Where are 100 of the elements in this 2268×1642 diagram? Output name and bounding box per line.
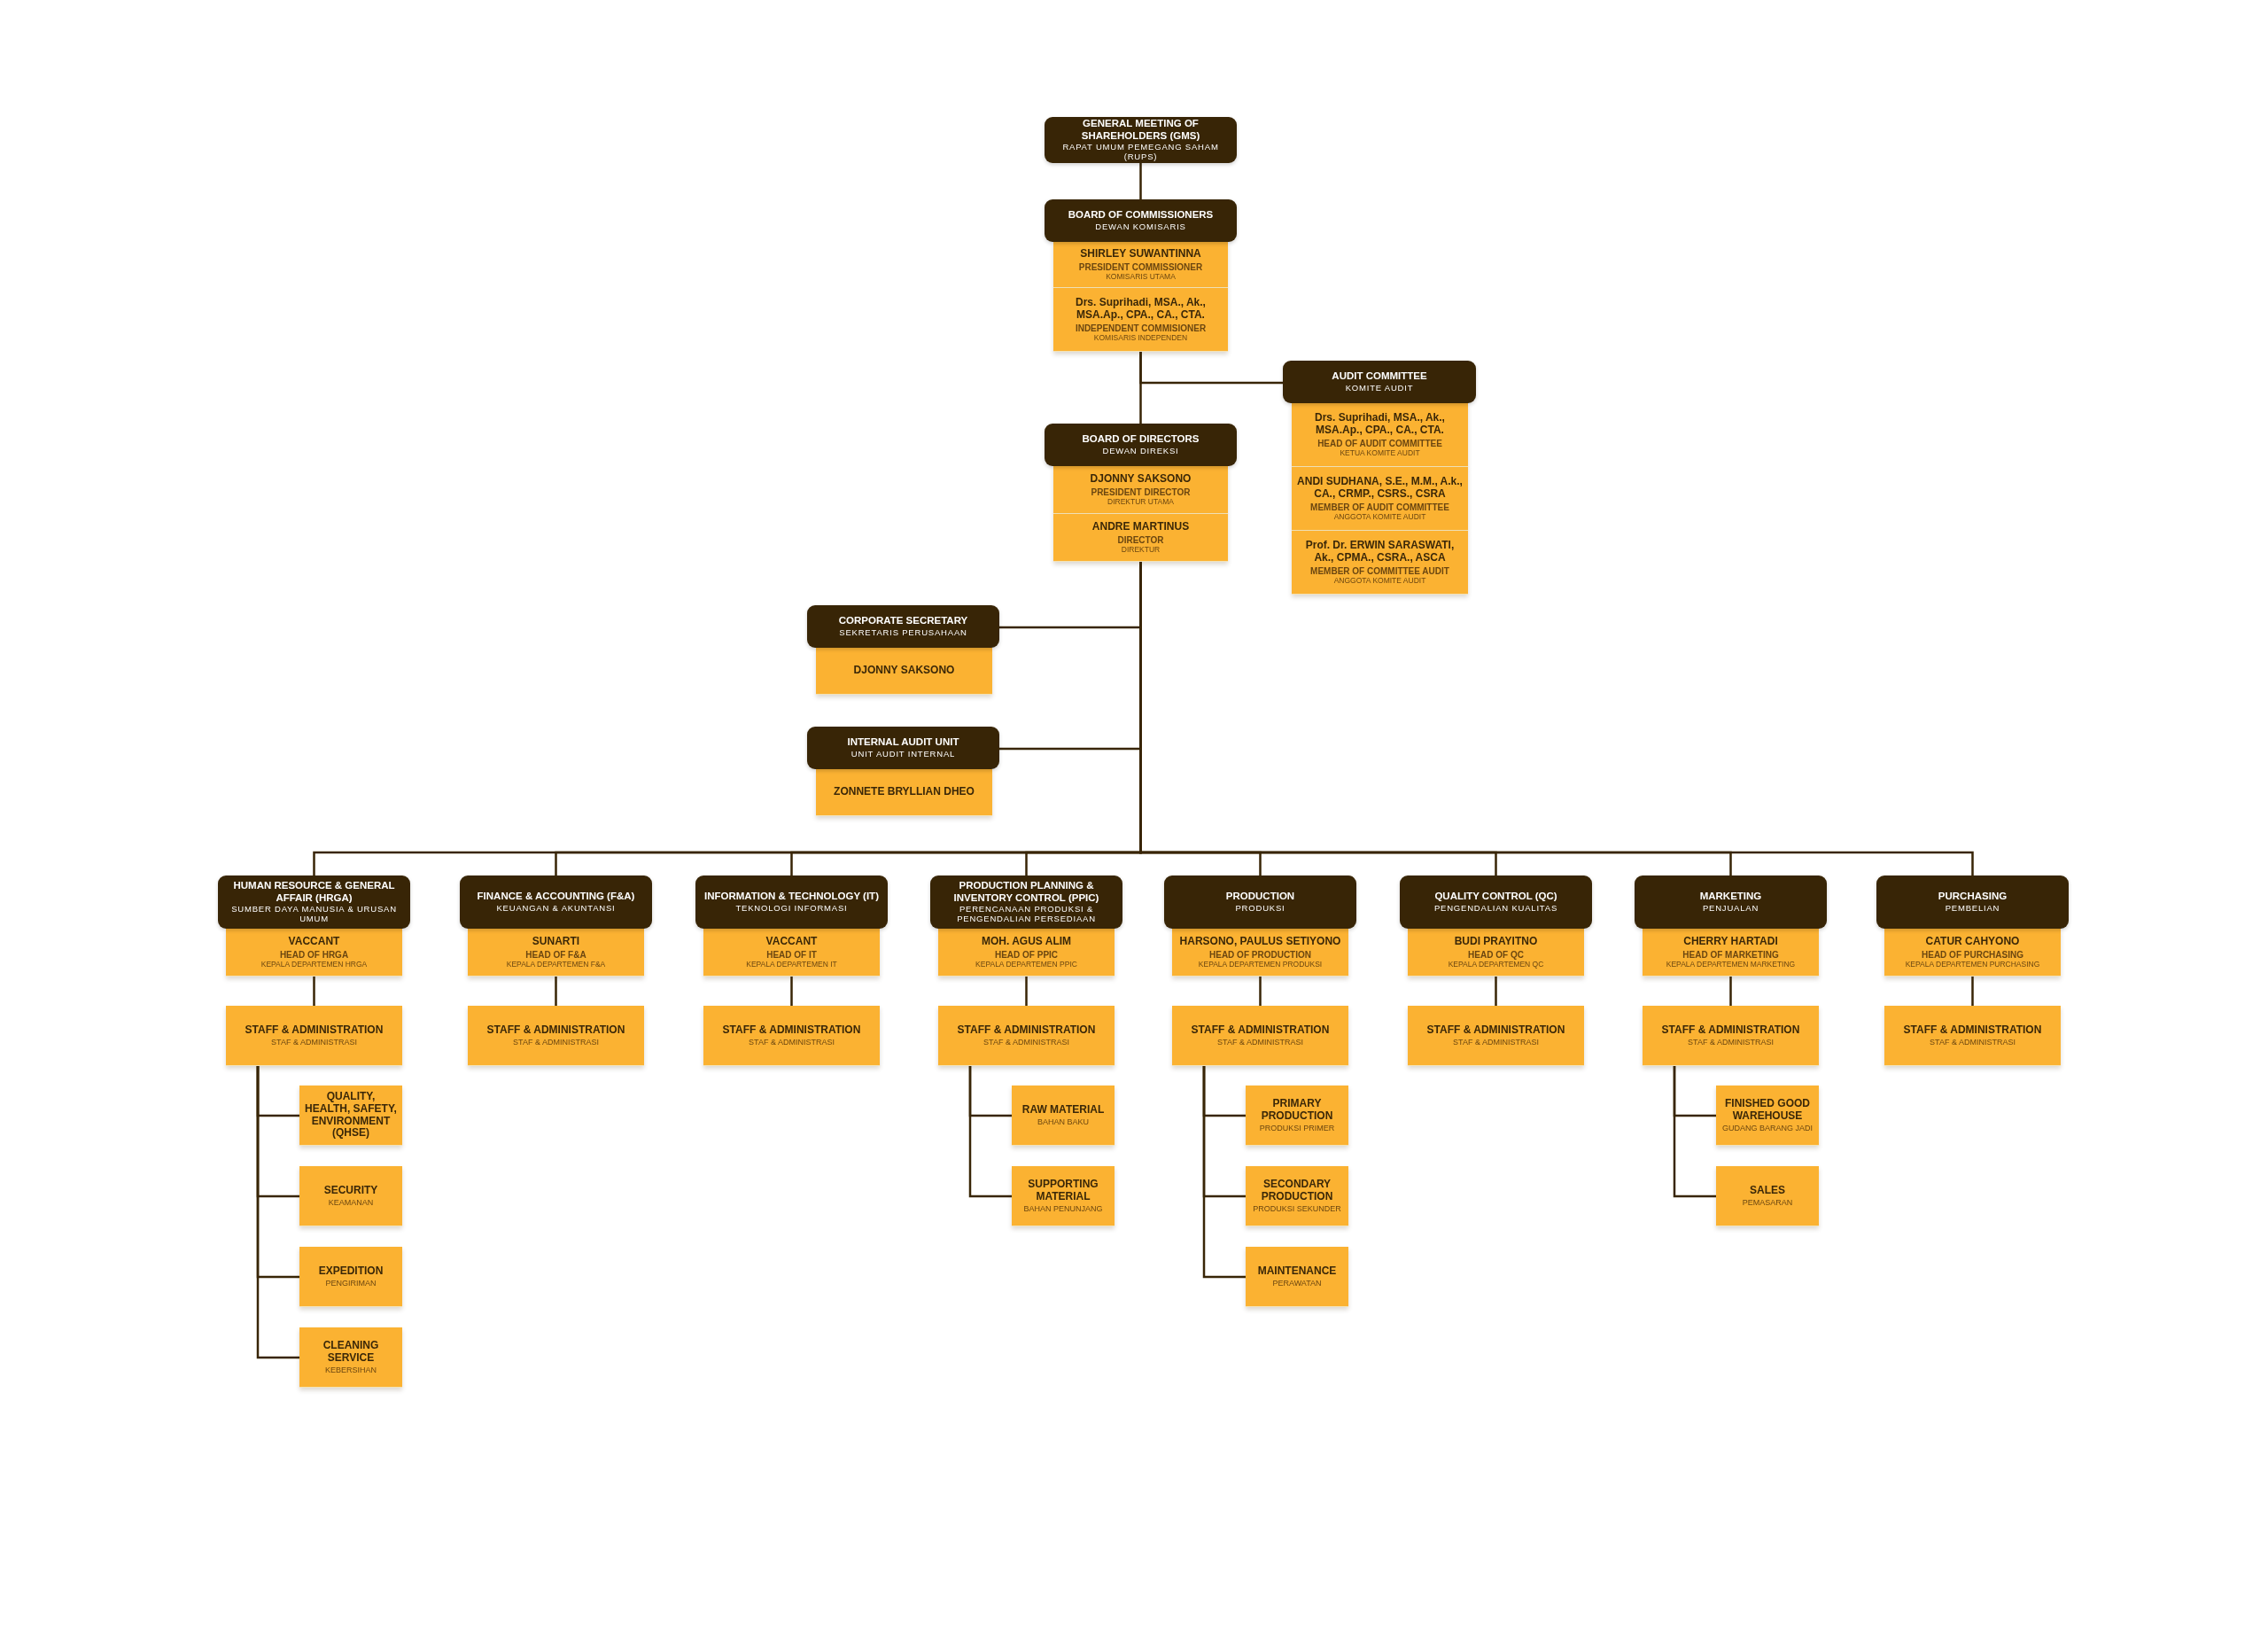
unit-header (1400, 875, 1592, 929)
unit-box (226, 1006, 402, 1066)
unit-subtitle: UNIT AUDIT INTERNAL (850, 749, 956, 759)
unit-box (468, 1006, 644, 1066)
unit-subtitle: KEUANGAN & AKUNTANSI (496, 903, 616, 914)
unit-title: STAFF & ADMINISTRATION (245, 1023, 384, 1037)
person-name: Prof. Dr. ERWIN SARASWATI, Ak., CPMA., CSRA., ASCA (1304, 539, 1456, 564)
position-title: HEAD OF HRGA (279, 950, 349, 961)
unit-title: EXPEDITION (318, 1265, 384, 1278)
person-name: HARSONO, PAULUS SETIYONO (1179, 935, 1341, 948)
unit-title: INTERNAL AUDIT UNIT (847, 736, 959, 749)
unit-title: STAFF & ADMINISTRATION (722, 1023, 861, 1037)
member-card (1884, 929, 2061, 977)
position-subtitle: KEPALA DEPARTEMEN PRODUKSI (1198, 960, 1323, 969)
unit-header (1045, 199, 1237, 242)
member-card (1292, 467, 1468, 531)
position-title: INDEPENDENT COMMISIONER (1075, 323, 1207, 334)
position-title: HEAD OF QC (1468, 950, 1524, 961)
unit-header (807, 727, 999, 769)
unit-box (1246, 1166, 1348, 1226)
person-name: DJONNY SAKSONO (1090, 472, 1192, 486)
unit-subtitle: BAHAN PENUNJANG (1023, 1203, 1103, 1213)
unit-title: MARKETING (1699, 891, 1762, 903)
position-title: MEMBER OF AUDIT COMMITTEE (1310, 502, 1449, 513)
unit-header (1164, 875, 1356, 929)
unit-subtitle: PENGIRIMAN (325, 1278, 377, 1288)
unit-subtitle: PEMASARAN (1742, 1197, 1793, 1208)
connector-line (1729, 977, 1732, 1006)
unit-box (938, 1006, 1115, 1066)
position-subtitle: KEPALA DEPARTEMEN PPIC (975, 960, 1077, 969)
unit-header (460, 875, 652, 929)
unit-box (1012, 1166, 1115, 1226)
unit-box (1408, 1006, 1584, 1066)
unit-title: SUPPORTING MATERIAL (1027, 1179, 1099, 1203)
position-title: DIRECTOR (1117, 535, 1164, 546)
unit-title: STAFF & ADMINISTRATION (486, 1023, 625, 1037)
unit-header (1045, 424, 1237, 466)
position-title: HEAD OF PPIC (994, 950, 1059, 961)
person-name: ANDRE MARTINUS (1091, 520, 1190, 533)
person-name: CATUR CAHYONO (1925, 935, 2020, 948)
position-title: HEAD OF MARKETING (1682, 950, 1779, 961)
unit-header (695, 875, 888, 929)
person-name: MOH. AGUS ALIM (981, 935, 1072, 948)
unit-title: QUALITY CONTROL (QC) (1434, 891, 1557, 903)
position-title: PRESIDENT DIRECTOR (1091, 487, 1191, 498)
unit-subtitle: STAF & ADMINISTRASI (983, 1037, 1069, 1047)
unit-subtitle: PERENCANAAN PRODUKSI & PENGENDALIAN PERSEDIAAN (956, 904, 1097, 924)
position-title: HEAD OF AUDIT COMMITTEE (1317, 439, 1442, 449)
position-subtitle: KEPALA DEPARTEMEN PURCHASING (1905, 960, 2040, 969)
person-name: DJONNY SAKSONO (853, 665, 955, 677)
unit-subtitle: SEKRETARIS PERUSAHAAN (839, 627, 967, 638)
position-title: HEAD OF PRODUCTION (1209, 950, 1311, 961)
member-card (1172, 929, 1348, 977)
unit-subtitle: BAHAN BAKU (1037, 1117, 1089, 1127)
person-name: Drs. Suprihadi, MSA., Ak., MSA.Ap., CPA., CA., CTA. (1075, 296, 1207, 322)
unit-title: BOARD OF DIRECTORS (1082, 433, 1200, 446)
unit-title: PRIMARY PRODUCTION (1260, 1098, 1334, 1123)
member-card (703, 929, 880, 977)
person-name: SUNARTI (532, 935, 580, 948)
unit-box (299, 1086, 402, 1146)
unit-subtitle: STAF & ADMINISTRASI (271, 1037, 357, 1047)
unit-title: CLEANING SERVICE (322, 1340, 380, 1365)
member-card (468, 929, 644, 977)
unit-subtitle: RAPAT UMUM PEMEGANG SAHAM (RUPS) (1061, 142, 1220, 162)
position-subtitle: KETUA KOMITE AUDIT (1340, 448, 1420, 458)
member-card (938, 929, 1115, 977)
unit-title: FINISHED GOOD WAREHOUSE (1724, 1098, 1811, 1123)
unit-box (1246, 1086, 1348, 1146)
unit-box (299, 1166, 402, 1226)
connector-line (1971, 977, 1974, 1006)
unit-subtitle: STAF & ADMINISTRASI (1453, 1037, 1539, 1047)
position-subtitle: DIREKTUR UTAMA (1107, 497, 1174, 507)
position-subtitle: KEPALA DEPARTEMEN MARKETING (1666, 960, 1796, 969)
unit-subtitle: STAF & ADMINISTRASI (1688, 1037, 1774, 1047)
position-subtitle: ANGGOTA KOMITE AUDIT (1333, 512, 1426, 522)
connector-line (968, 1066, 1012, 1198)
unit-title: PRODUCTION PLANNING & INVENTORY CONTROL (PPIC) (952, 880, 1100, 904)
unit-title: RAW MATERIAL (1021, 1103, 1105, 1117)
unit-title: FINANCE & ACCOUNTING (F&A) (477, 891, 635, 903)
connector-line (1495, 977, 1497, 1006)
position-title: PRESIDENT COMMISSIONER (1078, 262, 1203, 273)
connector-line (1139, 163, 1142, 199)
unit-header (930, 875, 1122, 929)
position-subtitle: KEPALA DEPARTEMEN IT (746, 960, 837, 969)
connector-line (256, 1066, 299, 1359)
unit-box (1643, 1006, 1819, 1066)
unit-title: PRODUCTION (1225, 891, 1295, 903)
person-name: ZONNETE BRYLLIAN DHEO (834, 786, 975, 798)
position-subtitle: KOMISARIS INDEPENDEN (1093, 333, 1188, 343)
unit-subtitle: KEBERSIHAN (325, 1365, 377, 1374)
unit-box (1716, 1166, 1819, 1226)
unit-subtitle: DEWAN KOMISARIS (1095, 222, 1186, 232)
position-subtitle: KEPALA DEPARTEMEN F&A (506, 960, 606, 969)
unit-box (1172, 1006, 1348, 1066)
unit-title: SECONDARY PRODUCTION (1260, 1179, 1334, 1203)
position-subtitle: ANGGOTA KOMITE AUDIT (1333, 576, 1426, 586)
position-subtitle: DIREKTUR (1121, 545, 1161, 555)
unit-box (299, 1247, 402, 1307)
unit-title: CORPORATE SECRETARY (838, 615, 968, 627)
unit-subtitle: PENGENDALIAN KUALITAS (1433, 903, 1558, 914)
